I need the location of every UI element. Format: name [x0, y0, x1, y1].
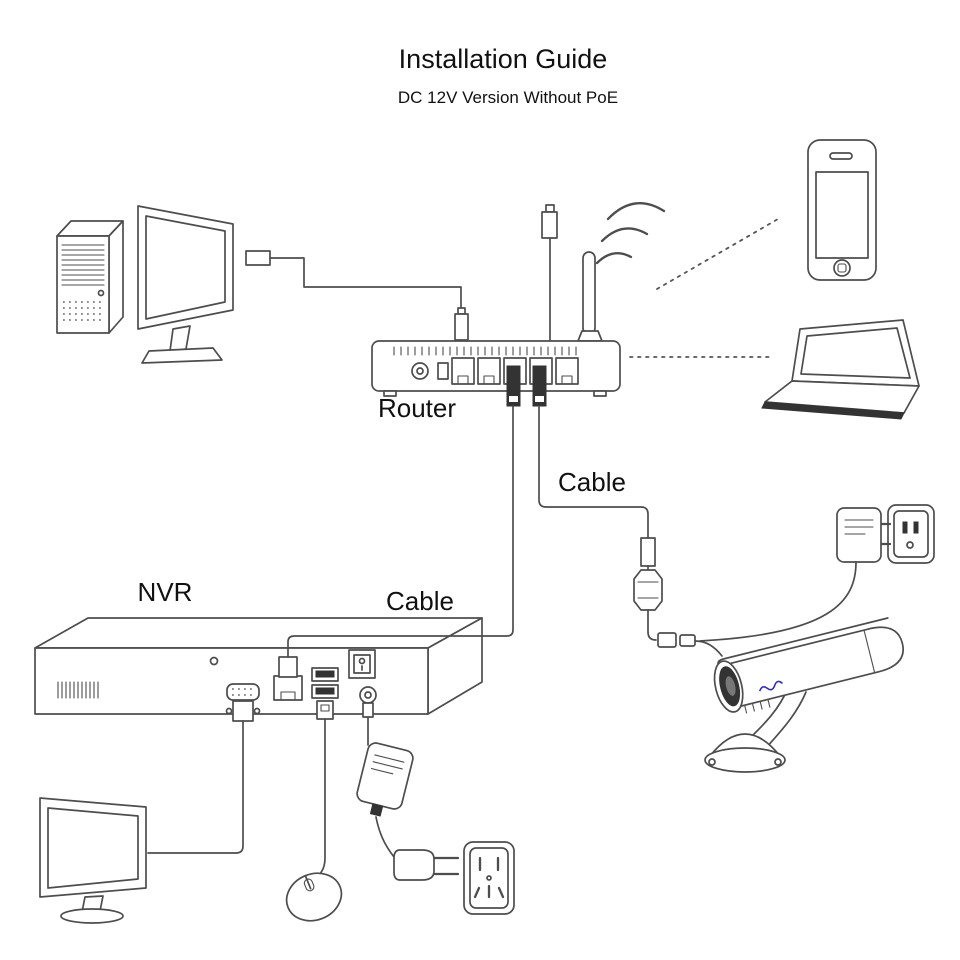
rj45-connector-icon [457, 307, 466, 315]
bullet-camera-icon [713, 617, 904, 714]
antenna-icon [577, 251, 603, 342]
wall-outlet-nvr-icon [463, 841, 515, 915]
vga-cable [147, 700, 261, 854]
wall-outlet-camera-icon [887, 504, 935, 564]
power-plug-icon [393, 849, 460, 881]
nvr-label: NVR [138, 577, 193, 607]
router-label: Router [378, 393, 456, 423]
usb-port-icon [311, 684, 339, 699]
camera-mount-icon [704, 687, 807, 773]
cable-nvr-label: Cable [386, 586, 454, 616]
dc-plug-icon [362, 702, 374, 718]
cable-camera-label: Cable [558, 467, 626, 497]
home-button-icon [833, 259, 851, 277]
wireless-link-phone [656, 218, 779, 290]
power-adapter-camera-icon [699, 507, 892, 642]
wifi-signal-icon [595, 202, 666, 265]
pigtail-connector-icon [657, 632, 677, 648]
cable-nvr-to-router [287, 405, 514, 658]
vga-connector-icon [232, 700, 254, 722]
vent-grille-icon [57, 681, 99, 699]
cable-router-to-camera [538, 405, 723, 657]
monitor-icon [137, 205, 234, 364]
speaker-icon [829, 152, 853, 160]
vga-port-icon [226, 683, 260, 701]
nvr-icon [34, 617, 483, 715]
ethernet-cable-pc-router [245, 250, 469, 344]
mouse-icon [285, 872, 343, 922]
dc-plug-icon [640, 537, 656, 567]
page-subtitle: DC 12V Version Without PoE [398, 88, 618, 107]
usb-port-icon [311, 667, 339, 682]
smartphone-icon [807, 139, 877, 281]
dc-power-jack-icon [411, 362, 429, 380]
lan-ports-icon [451, 357, 579, 385]
power-adapter-nvr-icon [356, 702, 414, 863]
wan-cable-icon [541, 204, 558, 342]
scroll-wheel-icon [303, 878, 315, 892]
usb-connector-icon [316, 700, 334, 720]
usb-mouse-cable [311, 700, 334, 881]
page-title: Installation Guide [399, 44, 608, 74]
laptop-icon [761, 319, 920, 420]
monitor-bottom-icon [39, 797, 147, 924]
pigtail-connector-icon [679, 634, 696, 647]
rj45-clip-icon [545, 204, 555, 213]
desktop-tower-icon [56, 220, 124, 334]
camera-brand-mark [758, 680, 784, 692]
rj45-connector-icon [278, 656, 298, 678]
router-icon [371, 251, 621, 407]
dc-coupler-icon [633, 569, 663, 611]
reset-button-icon [437, 362, 449, 380]
